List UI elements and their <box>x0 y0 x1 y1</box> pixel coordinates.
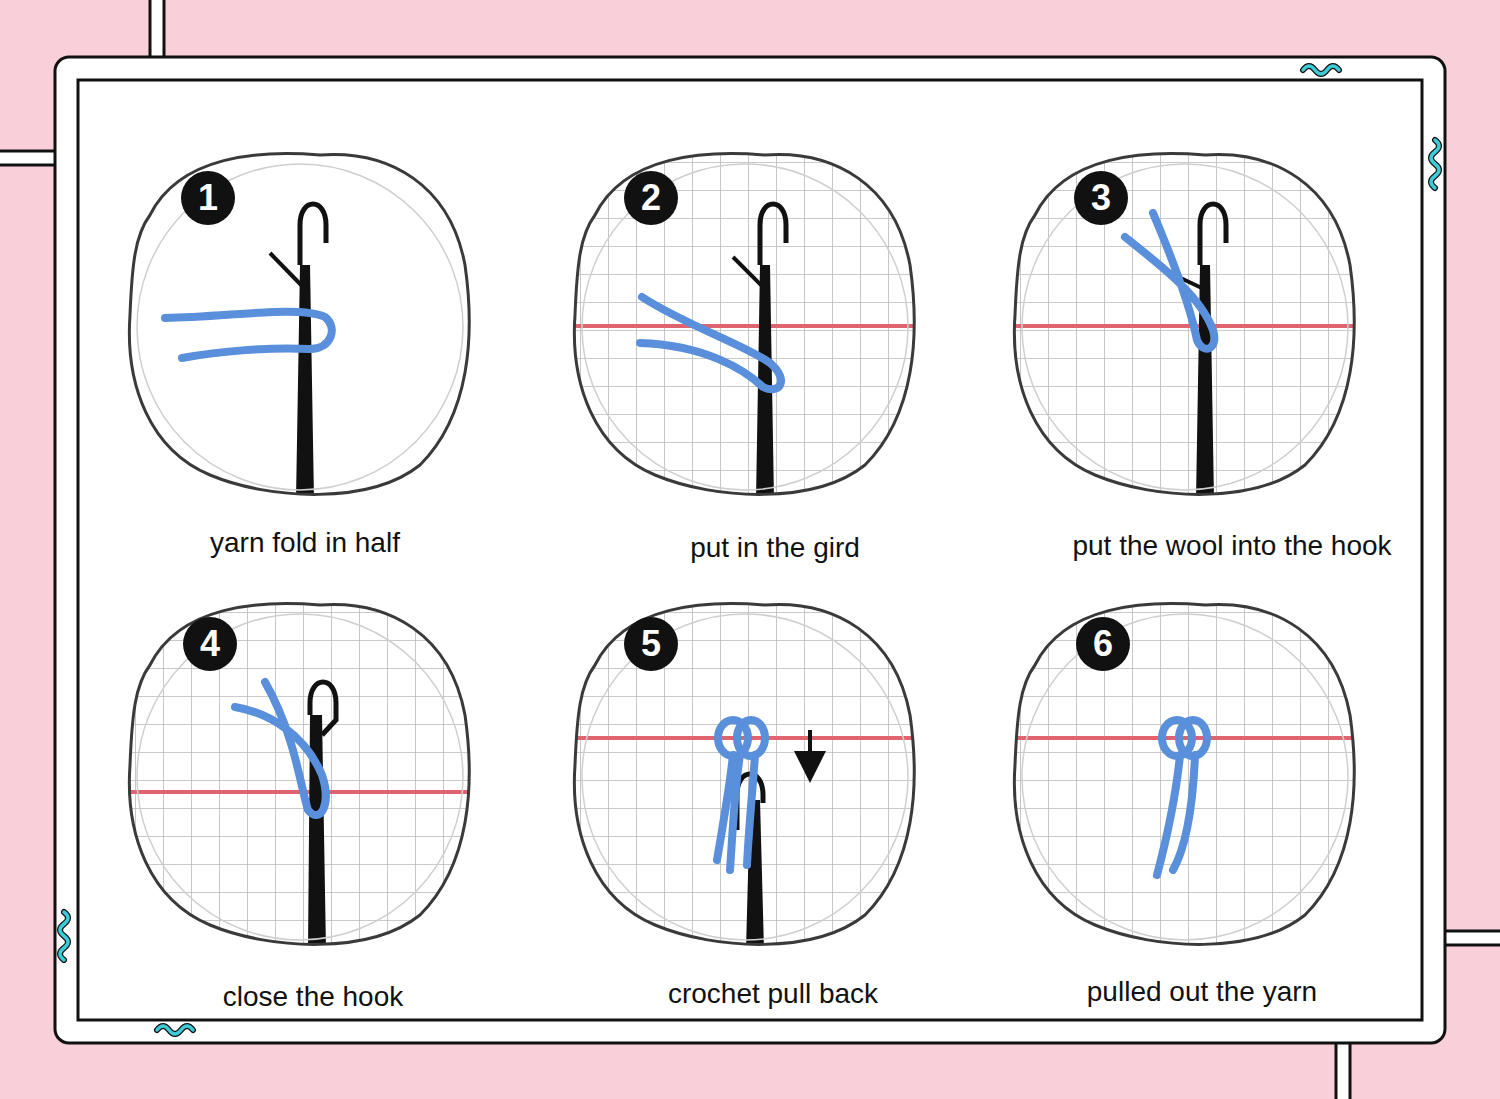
step-panel: put the wool into the hook3 <box>1010 150 1360 500</box>
step-badge: 6 <box>1075 616 1131 672</box>
blob-outline <box>125 600 475 950</box>
step-illustration <box>565 145 925 505</box>
step-badge: 2 <box>623 170 679 226</box>
blob-outline <box>125 150 475 500</box>
blob-outline <box>1010 600 1360 950</box>
step-number: 6 <box>1075 616 1131 672</box>
step-panel: pulled out the yarn6 <box>1010 600 1360 950</box>
step-number: 3 <box>1073 170 1129 226</box>
step-caption: close the hook <box>38 980 588 1014</box>
step-panel: put in the gird2 <box>570 150 920 500</box>
step-number: 4 <box>182 616 238 672</box>
step-caption: put in the gird <box>500 531 1050 565</box>
blob-outline <box>570 600 920 950</box>
step-badge: 4 <box>182 616 238 672</box>
step-caption: crochet pull back <box>498 977 1048 1011</box>
step-badge: 5 <box>623 616 679 672</box>
step-number: 2 <box>623 170 679 226</box>
step-caption: pulled out the yarn <box>927 975 1477 1009</box>
step-panel: yarn fold in half1 <box>125 150 475 500</box>
step-illustration <box>1005 145 1365 505</box>
step-illustration <box>1005 595 1365 955</box>
step-illustration <box>165 204 332 500</box>
blob-outline <box>1010 150 1360 500</box>
step-illustration <box>120 595 480 955</box>
step-panel: crochet pull back5 <box>570 600 920 950</box>
step-illustration <box>565 595 925 955</box>
step-caption: yarn fold in half <box>30 526 580 560</box>
blob-outline <box>570 150 920 500</box>
step-badge: 3 <box>1073 170 1129 226</box>
step-number: 1 <box>180 170 236 226</box>
step-number: 5 <box>623 616 679 672</box>
step-panel: close the hook4 <box>125 600 475 950</box>
step-caption: put the wool into the hook <box>957 529 1500 563</box>
step-badge: 1 <box>180 170 236 226</box>
